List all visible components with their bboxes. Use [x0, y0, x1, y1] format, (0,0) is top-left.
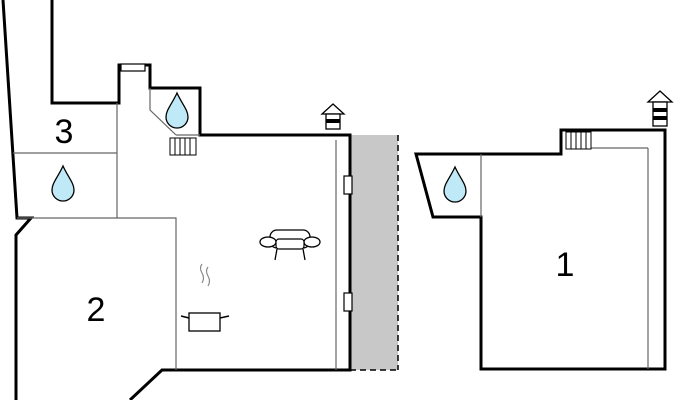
window-icon [343, 175, 353, 195]
sofa-icon [259, 229, 321, 261]
window-icon [343, 292, 353, 312]
terrace-strip [350, 135, 398, 370]
radiator-icon [169, 137, 197, 156]
radiator-icon [565, 131, 592, 150]
chimney-icon [646, 90, 674, 127]
right-building: 1 [414, 90, 674, 371]
right-building-outer-wall [414, 128, 667, 371]
left-building-inner-walls [13, 88, 337, 370]
room-number-2: 2 [87, 291, 106, 329]
cooking-pot-icon [180, 263, 230, 332]
room-number-1: 1 [556, 246, 575, 284]
water-drop-icon [443, 165, 467, 203]
water-drop-icon [51, 164, 75, 202]
chimney-icon [320, 103, 346, 130]
room-number-3: 3 [55, 113, 74, 151]
water-drop-icon [165, 91, 189, 129]
chimney-top-icon [120, 63, 146, 72]
left-building: 3 2 [1, 0, 399, 400]
